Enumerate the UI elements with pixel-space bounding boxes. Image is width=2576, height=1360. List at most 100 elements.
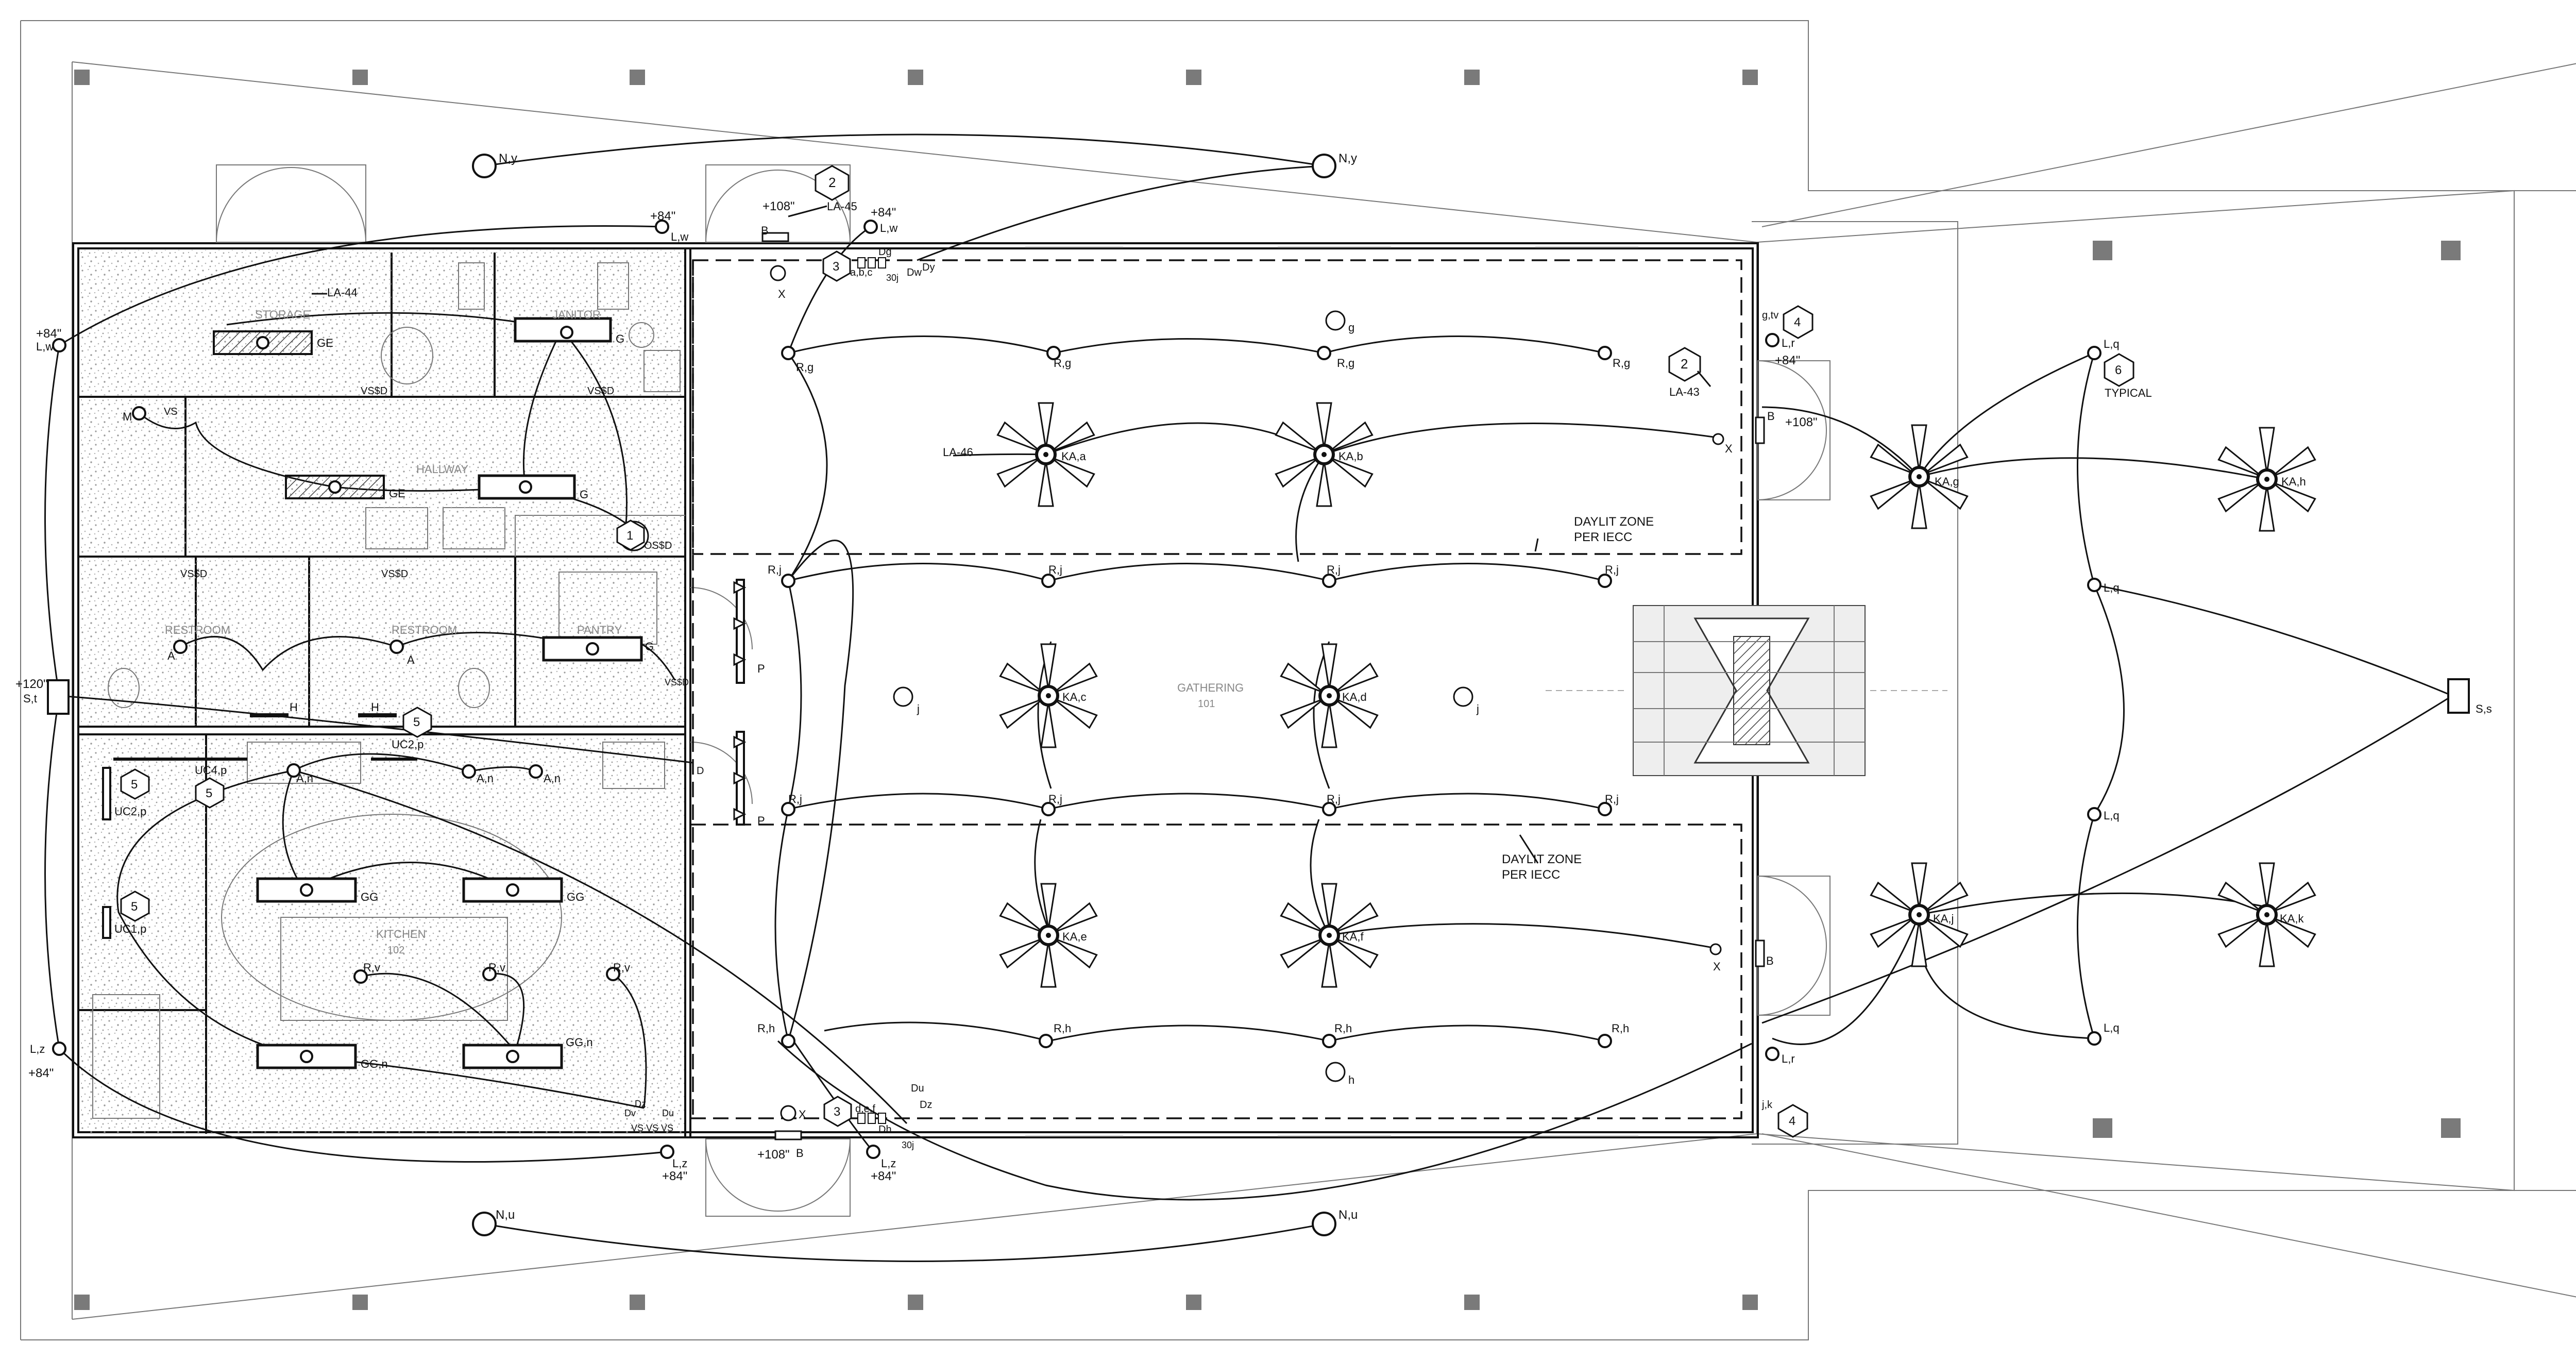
label-rg-4: R,g: [1613, 357, 1630, 370]
label-rg-3: R,g: [1337, 357, 1354, 370]
height-108-bot: +108": [757, 1148, 790, 1162]
tag-4b: 4: [1789, 1114, 1795, 1128]
label-an-3: A,n: [544, 772, 561, 785]
height-84-bot-left: +84": [662, 1169, 687, 1183]
label-vsvsvs: VS VS VS: [631, 1123, 673, 1133]
height-108-top: +108": [762, 199, 795, 213]
label-dz-2: Dz: [635, 1099, 646, 1109]
height-84-top-mid: +84": [871, 206, 896, 220]
label-vs-j2: j: [1476, 702, 1479, 715]
label-an-2: A,n: [477, 772, 494, 785]
label-rv-2: R,v: [488, 961, 505, 974]
light-fixtures: [52, 154, 2102, 1236]
label-uc1p: UC1,p: [114, 922, 146, 935]
label-gg-2: GG: [567, 891, 584, 903]
label-uc2p-1: UC2,p: [392, 738, 423, 751]
circuit-la44: LA-44: [327, 286, 358, 299]
label-b-3: B: [1766, 954, 1774, 967]
height-84-top-left: +84": [650, 209, 675, 223]
label-lq-3: L,q: [2104, 809, 2120, 822]
structural-piers: [74, 70, 2461, 1310]
label-st: S,t: [23, 692, 37, 705]
label-h-1: H: [290, 701, 298, 714]
label-lq-2: L,q: [2104, 581, 2120, 594]
site-outlines: [20, 20, 2576, 1340]
label-vsd-3: VS$D: [180, 568, 207, 580]
leader-lines: [312, 205, 1711, 1124]
label-vs-1: VS: [164, 406, 178, 417]
label-nu-left: N,u: [496, 1208, 515, 1222]
daylit-zone-2-line2: PER IECC: [1502, 868, 1560, 882]
hex-tag-numbers: 2 3 1 2 4 6 5 5 5 5 3 4: [131, 175, 2122, 1128]
label-dh: Dh: [878, 1124, 892, 1135]
mounting-heights: +84" +84" +84" +108" +84" +108" +120" +8…: [15, 199, 1818, 1183]
label-x-1: X: [778, 288, 786, 300]
height-84-right: +84": [1775, 354, 1800, 367]
label-vsd-1: VS$D: [361, 385, 387, 397]
label-30j-2: 30j: [902, 1140, 914, 1150]
label-jk: j,k: [1761, 1099, 1773, 1111]
label-os-g: g: [1348, 321, 1354, 334]
label-du: Du: [911, 1083, 924, 1094]
label-dw: Dw: [907, 267, 922, 278]
room-restroom-1: RESTROOM: [165, 624, 230, 636]
label-a-1: A: [167, 649, 175, 662]
label-m: M: [123, 410, 132, 423]
label-ge-1: GE: [317, 337, 333, 349]
tag-3a: 3: [833, 260, 839, 274]
label-abc: a,b,c: [850, 267, 872, 278]
label-ggn-2: GG,n: [566, 1036, 593, 1049]
label-rv-3: R,v: [613, 961, 630, 974]
label-b-1: B: [761, 224, 769, 237]
tag-3b: 3: [834, 1105, 840, 1119]
label-du-2: Du: [662, 1108, 674, 1118]
label-osd: OS$D: [644, 540, 672, 551]
height-108-right: +108": [1785, 415, 1818, 429]
hex-tags: [120, 165, 2134, 1138]
label-ss: S,s: [2476, 702, 2492, 715]
label-vsd-5: VS$D: [665, 677, 689, 687]
room-labels: STORAGE JANITOR HALLWAY RESTROOM RESTROO…: [165, 308, 1244, 956]
label-g-1: G: [616, 332, 624, 345]
label-dv: Dv: [624, 1108, 636, 1118]
label-dg: Dg: [878, 246, 892, 258]
label-lw-left: L,w: [36, 340, 54, 353]
tag-2a: 2: [828, 175, 836, 190]
label-lr-right-top: L,r: [1782, 337, 1795, 349]
room-gathering-number: 101: [1198, 698, 1215, 710]
fixture-tags: N,y N,y N,u N,u L,w L,w L,w L,z L,z L,z …: [23, 152, 2492, 1222]
plumbing-fixtures: [92, 262, 681, 1119]
label-rg-1: R,g: [796, 361, 814, 374]
label-ny-left: N,y: [499, 152, 517, 165]
label-b-2: B: [1767, 410, 1775, 423]
label-lw-top: L,w: [671, 230, 688, 243]
typical-note: TYPICAL: [2105, 387, 2152, 399]
label-lr-right-bot: L,r: [1782, 1052, 1795, 1065]
label-ka-b: KA,b: [1338, 450, 1363, 463]
tag-1: 1: [626, 529, 633, 543]
label-rh-1: R,h: [757, 1022, 775, 1035]
room-restroom-2: RESTROOM: [392, 624, 457, 636]
label-ka-a: KA,a: [1061, 450, 1086, 463]
tag-4a: 4: [1794, 315, 1801, 329]
circuit-la45: LA-45: [827, 200, 857, 213]
label-ka-g: KA,g: [1935, 475, 1959, 488]
label-def: d,e,f: [855, 1103, 875, 1115]
circuit-la46: LA-46: [943, 446, 973, 459]
daylit-zone-1-line2: PER IECC: [1574, 530, 1632, 544]
label-rj-5: R,j: [788, 793, 802, 805]
label-h-2: H: [371, 701, 379, 714]
label-lw-top2: L,w: [880, 222, 897, 234]
label-os-h: h: [1348, 1073, 1354, 1086]
label-vs-j1: j: [917, 702, 920, 715]
stone-fireplace: [1546, 605, 1947, 776]
height-120: +120": [15, 677, 48, 691]
label-ka-h: KA,h: [2281, 475, 2306, 488]
label-nu-right: N,u: [1338, 1208, 1358, 1222]
label-a-2: A: [407, 653, 415, 666]
room-janitor: JANITOR: [552, 308, 601, 321]
label-x-2: X: [1725, 442, 1733, 455]
label-dy: Dy: [922, 262, 935, 273]
label-lq-1: L,q: [2104, 338, 2120, 350]
